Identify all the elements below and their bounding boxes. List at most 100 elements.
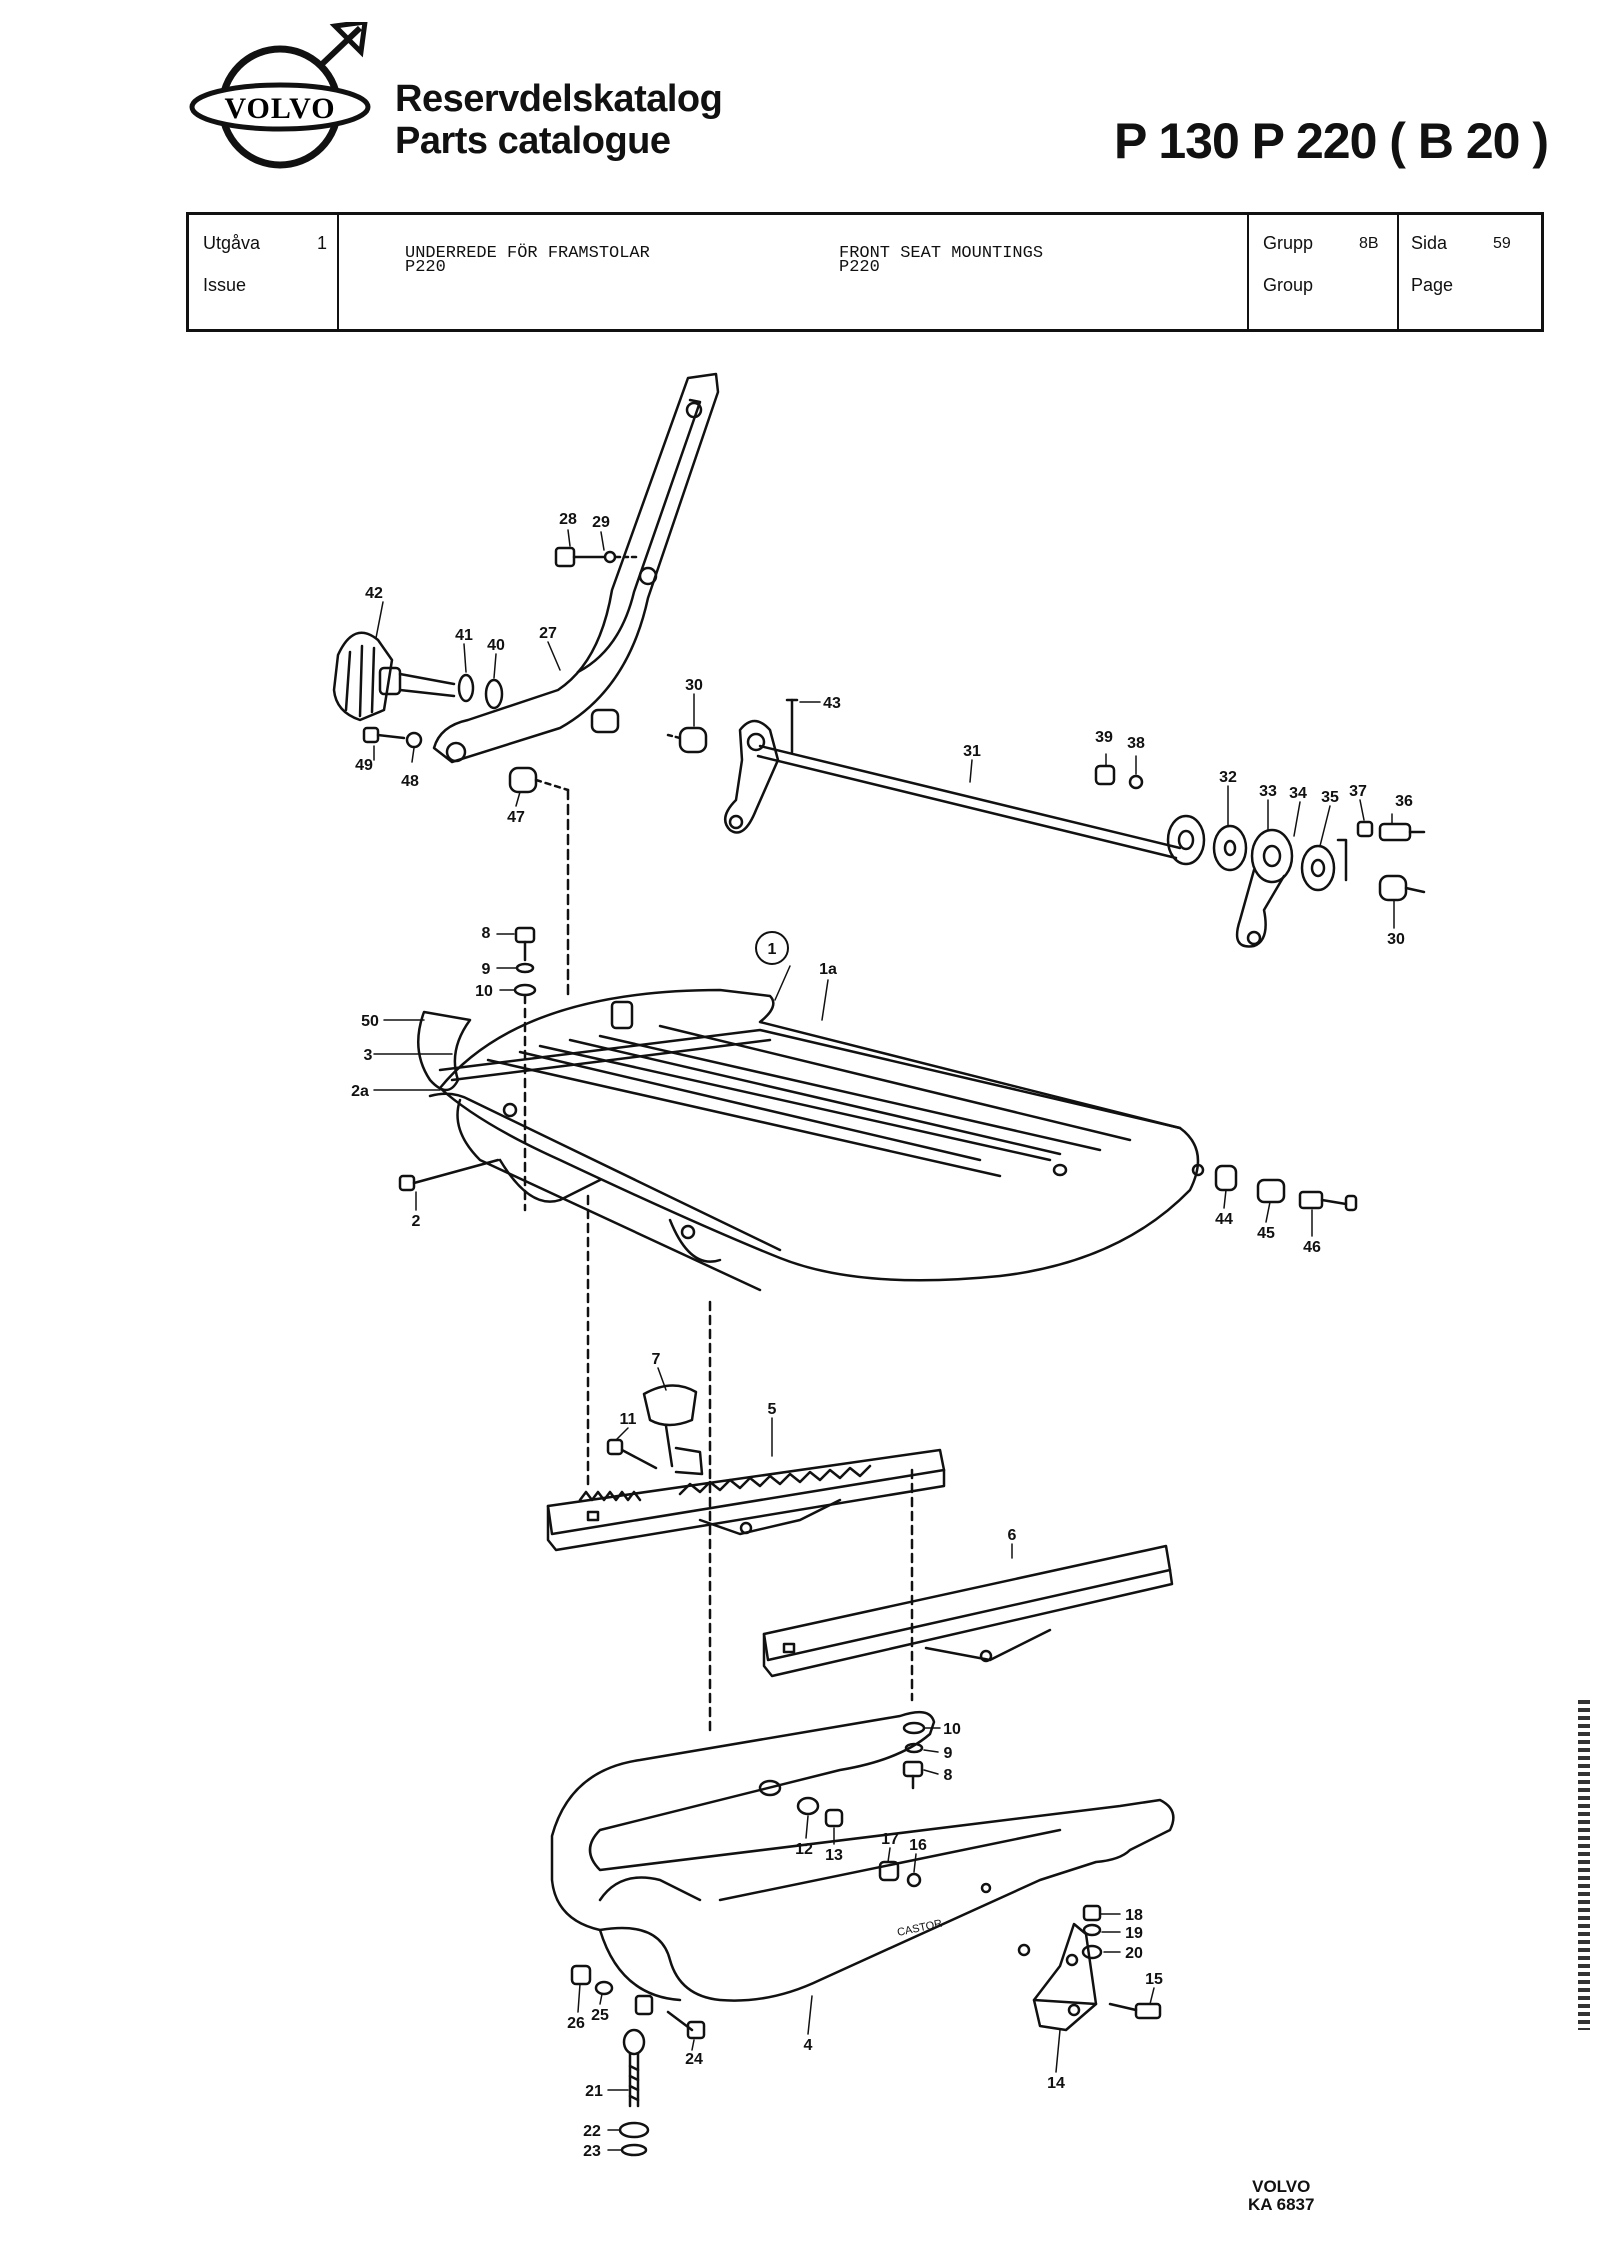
page-label-sv: Sida [1411, 233, 1448, 253]
issue-label-en: Issue [203, 275, 247, 295]
issue-label-sv: Utgåva [203, 233, 261, 253]
eye-bolt-21 [618, 2028, 650, 2157]
part-label-23: 23 [583, 2143, 601, 2160]
part-label-9-lower: 9 [944, 1745, 953, 1762]
shaft-31 [723, 698, 1182, 860]
part-label-29: 29 [592, 514, 610, 531]
part-label-37: 37 [1349, 783, 1367, 800]
part-label-1a: 1a [819, 961, 837, 978]
part-label-48: 48 [401, 773, 419, 790]
part-label-1: 1 [768, 941, 777, 958]
bolt-28 [554, 546, 640, 568]
part-label-41: 41 [455, 627, 473, 644]
bolt-11 [606, 1438, 658, 1470]
nut-washer-16-17 [878, 1860, 922, 1888]
leader-lines [373, 529, 1395, 2151]
adjust-knob-42 [332, 631, 504, 722]
part-label-49: 49 [355, 757, 373, 774]
nut-39 [1094, 764, 1144, 790]
part-label-7: 7 [652, 1351, 661, 1368]
part-label-9-top: 9 [482, 961, 491, 978]
nut-washer-25-26 [570, 1964, 654, 2016]
spacer-bolt-44-46 [1214, 1164, 1358, 1212]
footer-drawing-code: KA 6837 [1248, 2195, 1315, 2214]
part-label-31: 31 [963, 743, 981, 760]
sub-en: P220 [839, 258, 880, 277]
part-label-40: 40 [487, 637, 505, 654]
edge-barcode [1578, 1700, 1590, 2030]
bolt-8-lower [902, 1721, 926, 1790]
backrest-bracket [432, 372, 720, 764]
part-label-32: 32 [1219, 769, 1237, 786]
part-label-24: 24 [685, 2051, 703, 2068]
part-label-5: 5 [768, 1401, 777, 1418]
page-label-en: Page [1411, 275, 1454, 295]
part-label-2a: 2a [351, 1083, 369, 1100]
part-label-22: 22 [583, 2123, 601, 2140]
footer-brand: VOLVO [1252, 2177, 1311, 2196]
part-label-11: 11 [620, 1411, 637, 1428]
group-value: 8B [1359, 235, 1379, 252]
part-label-18: 18 [1125, 1907, 1143, 1924]
part-number-labels: 28 29 42 41 40 27 30 43 31 39 38 32 33 3… [351, 511, 1413, 2160]
slide-rail-6 [762, 1544, 1174, 1678]
bracket-14 [1032, 1904, 1162, 2032]
spacer-30-left [666, 726, 708, 754]
part-label-47: 47 [507, 809, 525, 826]
page-cell: Sida 59 Page [1399, 215, 1541, 329]
part-label-21: 21 [585, 2083, 603, 2100]
part-label-15: 15 [1145, 1971, 1163, 1988]
washer-nut-12-13 [758, 1779, 844, 1828]
title-sv: UNDERREDE FÖR FRAMSTOLAR [405, 244, 650, 263]
part-label-27: 27 [539, 625, 557, 642]
part-label-20: 20 [1125, 1945, 1143, 1962]
part-label-14: 14 [1047, 2075, 1065, 2092]
bolt-24 [666, 2010, 706, 2040]
part-label-8-lower: 8 [944, 1767, 953, 1784]
part-label-45: 45 [1257, 1225, 1275, 1242]
volvo-logo: VOLVO [189, 22, 371, 169]
part-label-17: 17 [881, 1831, 899, 1848]
model-codes: P 130 P 220 ( B 20 ) [1113, 113, 1549, 169]
part-label-8-top: 8 [482, 925, 491, 942]
part-label-30-top: 30 [685, 677, 703, 694]
release-knob-7 [642, 1384, 704, 1476]
part-label-43: 43 [823, 695, 841, 712]
part-label-25: 25 [591, 2007, 609, 2024]
part-label-46: 46 [1303, 1239, 1321, 1256]
bolt-49 [362, 726, 423, 749]
title-cell: UNDERREDE FÖR FRAMSTOLAR P220 FRONT SEAT… [339, 215, 1249, 329]
spacer-47 [508, 766, 570, 1002]
issue-value: 1 [317, 233, 328, 253]
catalog-title-sv: Reservdelskatalog [395, 78, 723, 120]
part-label-50: 50 [361, 1013, 379, 1030]
part-label-42: 42 [365, 585, 383, 602]
catalog-title-en: Parts catalogue [395, 120, 671, 162]
part-label-2: 2 [412, 1213, 421, 1230]
volvo-logo-text: VOLVO [224, 92, 335, 125]
seat-frame [417, 988, 1205, 1292]
part-label-26: 26 [567, 2015, 585, 2032]
part-label-36: 36 [1395, 793, 1413, 810]
part-label-10-top: 10 [475, 983, 493, 1000]
sub-sv: P220 [405, 258, 446, 277]
slide-rail-5 [546, 1448, 946, 1552]
part-label-3: 3 [364, 1047, 373, 1064]
footer-code: VOLVO KA 6837 [1248, 2178, 1314, 2214]
part-label-34: 34 [1289, 785, 1307, 802]
title-en: FRONT SEAT MOUNTINGS [839, 244, 1044, 263]
part-label-13: 13 [825, 1847, 843, 1864]
page-value: 59 [1493, 235, 1511, 252]
part-label-4: 4 [804, 2037, 813, 2054]
part-label-38: 38 [1127, 735, 1145, 752]
part-label-12: 12 [795, 1841, 813, 1858]
right-lever-assembly [1166, 814, 1426, 948]
part-label-16: 16 [909, 1837, 927, 1854]
part-label-33: 33 [1259, 783, 1277, 800]
group-label-en: Group [1263, 275, 1314, 295]
catalog-title: Reservdelskatalog Parts catalogue [395, 78, 723, 162]
lower-frame-4 [550, 1710, 1175, 2002]
part-label-35: 35 [1321, 789, 1339, 806]
part-label-10-lower: 10 [943, 1721, 961, 1738]
